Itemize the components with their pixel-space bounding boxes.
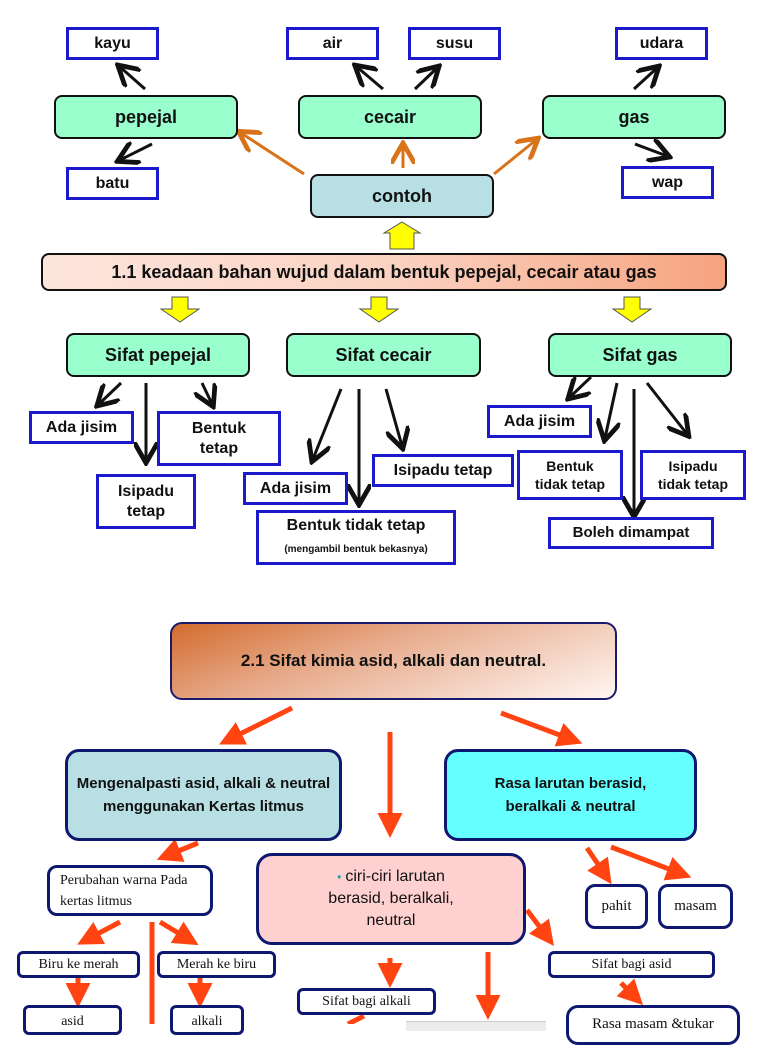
merah-ke-biru-box: Merah ke biru <box>157 951 276 978</box>
arrow-perubahan-merah <box>158 919 199 946</box>
example-udara: udara <box>615 27 708 60</box>
ciri-box: •ciri-ciri larutan berasid, beralkali, n… <box>256 853 526 945</box>
arrow-sp-bentuk <box>202 382 212 404</box>
alkali-box: alkali <box>170 1005 244 1035</box>
arrow-banner-litmus <box>219 705 294 745</box>
pepejal-isipadu-tetap: Isipadu tetap <box>96 474 196 529</box>
perubahan-warna-box: Perubahan warna Pada kertas litmus <box>47 865 213 916</box>
pepejal-ada-jisim: Ada jisim <box>29 411 134 444</box>
sifat-pepejal: Sifat pepejal <box>66 333 250 377</box>
masam-box: masam <box>658 884 733 929</box>
arrow-alkali-out <box>346 1013 366 1024</box>
yellow-arrow-up-contoh <box>382 221 422 250</box>
yellow-arrow-down-pepejal <box>159 296 201 323</box>
gas-boleh-dimampat: Boleh dimampat <box>548 517 714 549</box>
sifat-gas: Sifat gas <box>548 333 732 377</box>
asid-box: asid <box>23 1005 122 1035</box>
arrow-gas-wap <box>634 144 667 156</box>
arrow-banner-rasa <box>500 710 583 747</box>
arrow-cecair-susu <box>413 68 437 91</box>
arrow-gas-udara <box>632 68 657 91</box>
gas-ada-jisim: Ada jisim <box>487 405 592 438</box>
arrow-contoh-pepejal <box>241 133 305 176</box>
arrow-litmus-perubahan <box>156 838 199 862</box>
cecair-ada-jisim: Ada jisim <box>243 472 348 505</box>
cecair-bentuk-tidak-tetap: Bentuk tidak tetap (mengambil bentuk bek… <box>256 510 456 565</box>
cecair-bentuk-note: (mengambil bentuk bekasnya) <box>284 543 428 555</box>
arrow-sg-bentuk <box>605 382 617 438</box>
state-cecair: cecair <box>298 95 482 139</box>
arrow-contoh-gas <box>493 140 536 176</box>
arrow-sg-adajisim <box>570 377 593 397</box>
partial-box-bottom <box>406 1021 546 1031</box>
arrow-pepejal-kayu <box>120 67 146 91</box>
rasa-box: Rasa larutan berasid, beralkali & neutra… <box>444 749 697 841</box>
arrow-pepejal-batu <box>120 144 153 160</box>
ciri-text-wrap: •ciri-ciri larutan berasid, beralkali, n… <box>309 866 473 932</box>
arrow-cecair-air <box>357 67 384 91</box>
arrow-ciri-asid <box>525 908 554 946</box>
example-wap: wap <box>621 166 714 199</box>
example-susu: susu <box>408 27 501 60</box>
yellow-arrow-down-gas <box>611 296 653 323</box>
sifat-bagi-alkali-box: Sifat bagi alkali <box>297 988 436 1015</box>
yellow-arrow-down-cecair <box>358 296 400 323</box>
cecair-isipadu-tetap: Isipadu tetap <box>372 454 514 487</box>
pahit-box: pahit <box>585 884 648 929</box>
state-pepejal: pepejal <box>54 95 238 139</box>
arrow-perubahan-biru <box>77 919 122 945</box>
bullet-icon: • <box>337 870 342 884</box>
example-batu: batu <box>66 167 159 200</box>
cecair-bentuk-label: Bentuk tidak tetap <box>286 516 426 534</box>
arrow-sp-adajisim <box>99 381 123 404</box>
gas-bentuk-tidak-tetap: Bentuk tidak tetap <box>517 450 623 500</box>
biru-ke-merah-box: Biru ke merah <box>17 951 140 978</box>
sifat-cecair: Sifat cecair <box>286 333 481 377</box>
arrow-asid-rasa <box>616 978 644 1006</box>
rasa-masam-tukar-box: Rasa masam &tukar <box>566 1005 740 1045</box>
section2-banner: 2.1 Sifat kimia asid, alkali dan neutral… <box>170 622 617 700</box>
arrow-rasa-masam <box>610 844 692 881</box>
arrow-sc-adajisim <box>313 388 343 459</box>
example-kayu: kayu <box>66 27 159 60</box>
arrow-sg-isipadu <box>645 382 687 434</box>
contoh-box: contoh <box>310 174 494 218</box>
section1-banner: 1.1 keadaan bahan wujud dalam bentuk pep… <box>41 253 727 291</box>
litmus-box: Mengenalpasti asid, alkali & neutral men… <box>65 749 342 841</box>
example-air: air <box>286 27 379 60</box>
state-gas: gas <box>542 95 726 139</box>
ciri-label: ciri-ciri larutan berasid, beralkali, ne… <box>328 868 454 929</box>
pepejal-bentuk-tetap: Bentuk tetap <box>157 411 281 466</box>
arrow-sc-isipadu <box>384 388 402 446</box>
arrow-rasa-pahit <box>584 846 612 885</box>
sifat-bagi-asid-box: Sifat bagi asid <box>548 951 715 978</box>
gas-isipadu-tidak-tetap: Isipadu tidak tetap <box>640 450 746 500</box>
connector-arrows <box>65 0 768 1024</box>
